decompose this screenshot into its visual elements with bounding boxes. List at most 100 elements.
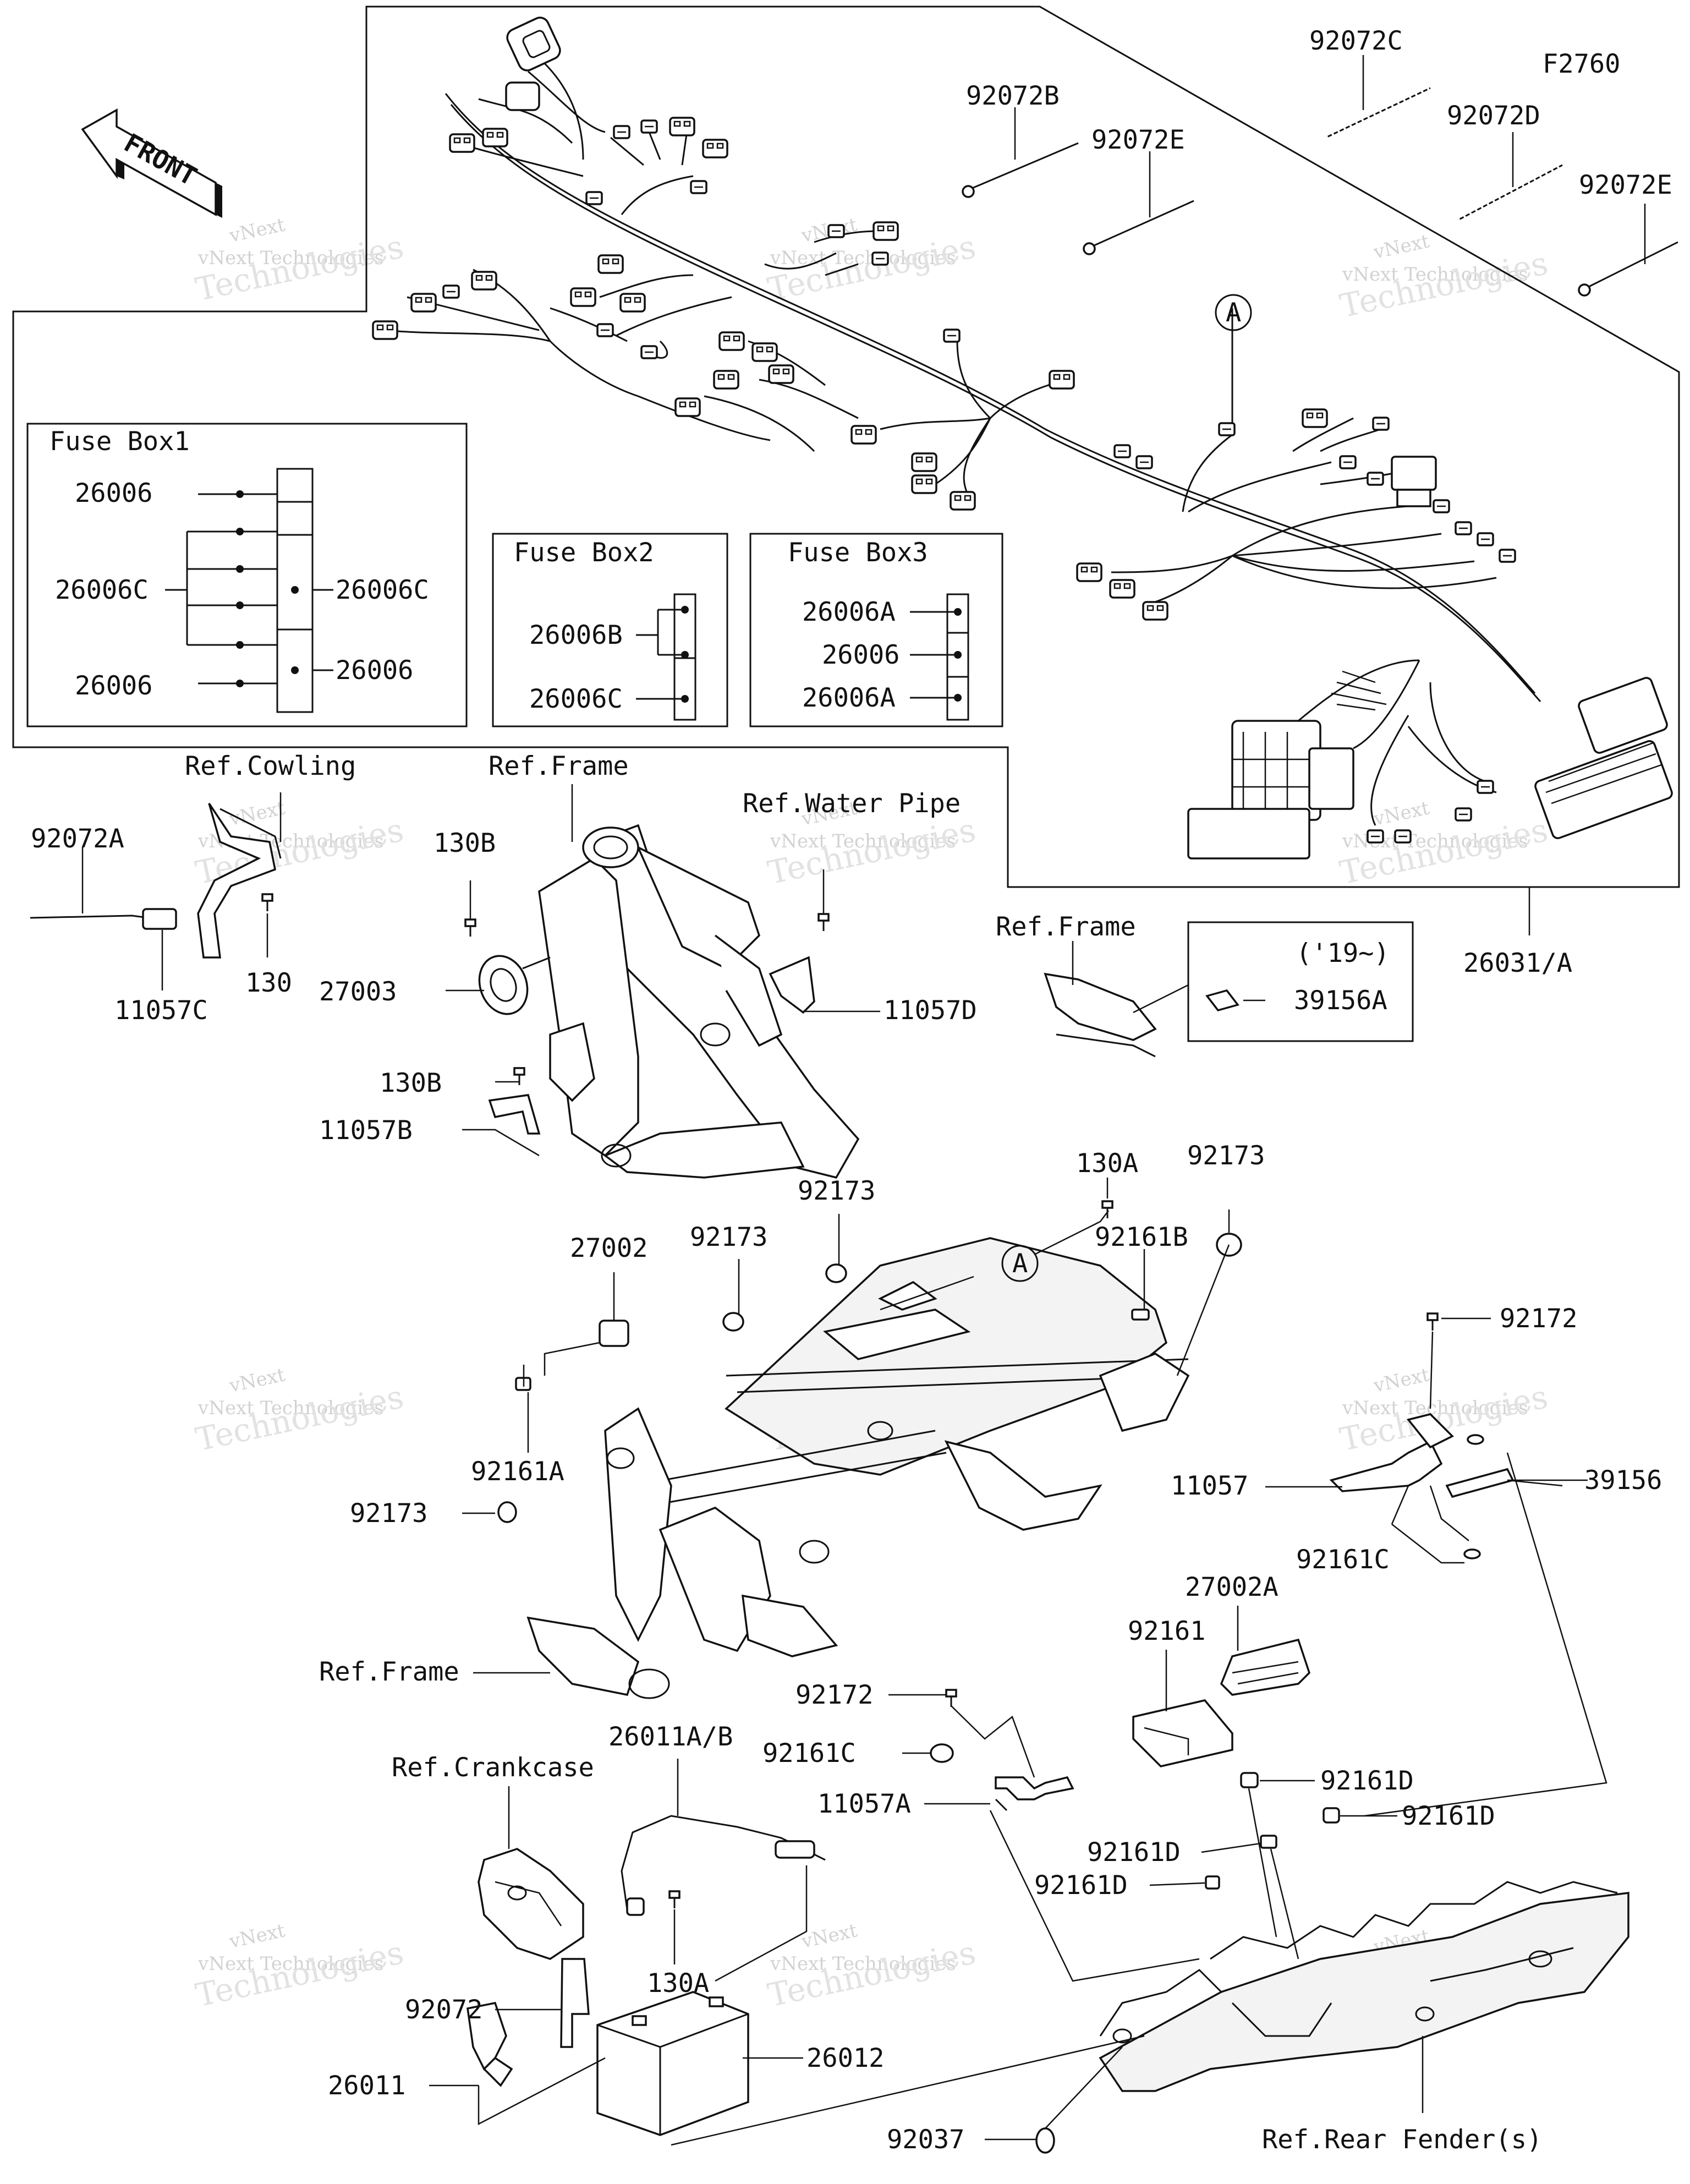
label-11057D: 11057D: [884, 995, 977, 1026]
label-92072D: 92072D: [1447, 101, 1540, 131]
main-wiring-harness: [372, 17, 1673, 860]
cable-tie-92072D: [1457, 163, 1563, 222]
label-130B-1: 130B: [434, 828, 496, 858]
ref-frame-bottom-label: Ref.Frame: [319, 1657, 459, 1687]
cable-tie-92072E-2: [1578, 241, 1678, 297]
leader-lines-ecu: [1165, 1606, 1239, 1711]
horn-27003: [478, 955, 551, 1015]
battery-strap-92072: [560, 1958, 590, 2048]
leader-lines-top: [1014, 55, 1646, 935]
cable-tie-92072B: [962, 142, 1079, 198]
label-92161C-2: 92161C: [762, 1738, 856, 1769]
main-frame: [526, 1237, 1190, 1699]
label-92072: 92072: [405, 1995, 482, 2025]
ref-water-pipe-label: Ref.Water Pipe: [743, 789, 961, 819]
grommet-92161C-2: [930, 1743, 954, 1763]
label-92173-1: 92173: [1187, 1141, 1265, 1171]
label-130A-1: 130A: [1076, 1148, 1138, 1179]
bolt-130A-2: [668, 1890, 681, 1909]
label-92173-2: 92173: [798, 1176, 875, 1206]
leader-lines-rear: [671, 2035, 1424, 2146]
bolt-92172-1: [1426, 1312, 1439, 1332]
damper-92037: [1035, 2127, 1055, 2154]
bracket-11057D: [769, 956, 815, 1014]
label-92072E-1: 92072E: [1091, 125, 1185, 155]
leader-lines-crankcase: [508, 1759, 808, 1982]
fuse-box-3-label-1: 26006A: [802, 597, 896, 627]
fuse-box-1-label-left-3: 26006: [75, 671, 152, 701]
diagram-code: F2760: [1543, 49, 1620, 79]
grommet-92161C-1: [1467, 1434, 1484, 1445]
label-39156: 39156: [1584, 1465, 1662, 1496]
upper-frame: [538, 824, 860, 1179]
bracket-11057B: [488, 1094, 541, 1135]
label-92173-3: 92173: [690, 1222, 767, 1252]
label-92173-4: 92173: [350, 1498, 427, 1529]
label-11057C: 11057C: [114, 995, 208, 1026]
fuse-box-1-label-right-1: 26006C: [336, 575, 429, 605]
bolt-130B-1: [464, 918, 476, 938]
label-11057: 11057: [1171, 1471, 1248, 1501]
ref-frame-top-label: Ref.Frame: [489, 751, 629, 781]
bracket-11057: [1329, 1413, 1454, 1492]
callout-a-main: [1001, 1245, 1039, 1282]
label-92161D-3: 92161D: [1087, 1837, 1181, 1868]
label-26031A: 26031/A: [1463, 948, 1572, 978]
cowling-bracket: [197, 803, 282, 959]
bolt-water-pipe: [817, 913, 830, 932]
label-130B-2: 130B: [380, 1068, 442, 1098]
label-92161: 92161: [1128, 1616, 1205, 1646]
label-92161A: 92161A: [471, 1457, 564, 1487]
label-130: 130: [245, 968, 292, 998]
leader-lines-main-frame: [462, 1178, 1230, 1674]
fuse-box-3: Fuse Box3 26006A 26006 26006A: [749, 533, 1003, 727]
fuse-box-2: Fuse Box2 26006B 26006C: [492, 533, 728, 727]
fuse-box-2-label-2: 26006C: [529, 684, 623, 714]
label-27003: 27003: [319, 977, 397, 1007]
fuse-box-3-title: Fuse Box3: [788, 538, 928, 568]
leader-lines-right-bracket: [1265, 1317, 1588, 1564]
front-arrow-icon: FRONT: [81, 108, 222, 218]
label-92161C-1: 92161C: [1296, 1545, 1390, 1575]
label-26012: 26012: [806, 2043, 884, 2073]
leader-lines-92161D: [1149, 1780, 1397, 1959]
ref-crankcase-label: Ref.Crankcase: [392, 1753, 594, 1783]
label-26011: 26011: [328, 2071, 405, 2101]
callout-a-main-letter: A: [1012, 1249, 1028, 1279]
leader-lines-battery: [429, 2008, 803, 2126]
leader-lines-bracket: [1072, 941, 1265, 1014]
rear-fender: [1099, 1881, 1629, 2092]
grommet-92161C-1b: [1463, 1548, 1481, 1559]
label-11057A: 11057A: [817, 1789, 911, 1819]
label-39156A: 39156A: [1294, 986, 1387, 1016]
callout-a-top-letter: A: [1226, 298, 1241, 328]
bolt-92172-2: [945, 1689, 957, 1708]
crankcase-cover: [478, 1848, 584, 1960]
leader-lines-cowling: [81, 792, 282, 990]
year-note-box: [1187, 921, 1414, 1042]
year-note: ('19~): [1296, 938, 1390, 968]
fuse-box-1-label-right-2: 26006: [336, 655, 413, 686]
regulator-27002A: [1220, 1638, 1311, 1696]
label-92172-1: 92172: [1500, 1304, 1577, 1334]
harness-outline: [12, 6, 1680, 888]
label-92172-2: 92172: [795, 1680, 873, 1710]
cable-tie-92072E-1: [1083, 200, 1194, 255]
damper-92161D-4: [1205, 1875, 1220, 1890]
ref-rear-fender-label: Ref.Rear Fender(s): [1262, 2125, 1542, 2155]
label-92072A: 92072A: [31, 824, 124, 854]
cable-tie-92072C: [1325, 86, 1431, 140]
callout-a-top: [1215, 294, 1252, 331]
label-92072B: 92072B: [966, 81, 1060, 111]
leader-lines-upper-frame: [446, 784, 880, 1157]
fuse-box-2-label-1: 26006B: [529, 620, 623, 650]
fuse-box-3-label-2: 26006: [822, 640, 899, 670]
bolt-130B-2: [513, 1067, 525, 1086]
label-27002A: 27002A: [1185, 1572, 1279, 1602]
fuse-box-1-label-left-1: 26006: [75, 478, 152, 508]
fuse-box-1-label-left-2: 26006C: [55, 575, 149, 605]
bracket-11057A: [995, 1776, 1074, 1811]
label-92161D-1: 92161D: [1320, 1766, 1414, 1796]
fuse-box-3-label-3: 26006A: [802, 683, 896, 713]
